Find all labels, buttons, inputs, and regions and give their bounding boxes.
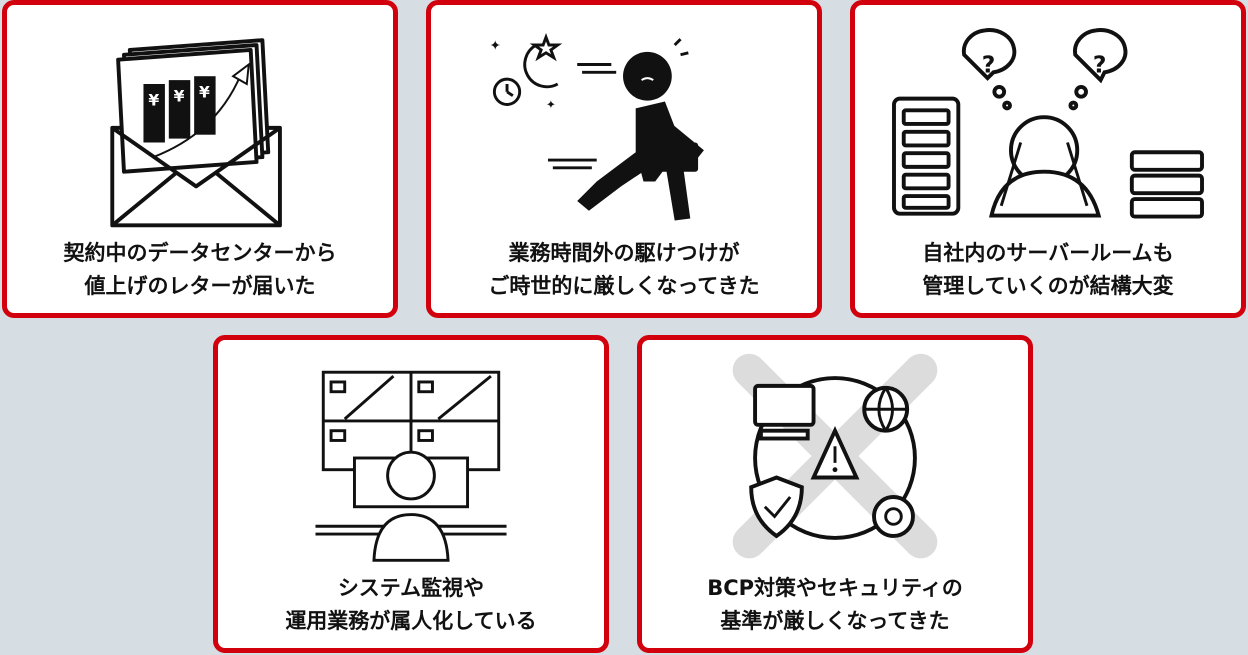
card-caption: 契約中のデータセンターから 値上げのレターが届いた [7,237,393,303]
caption-line-2: 運用業務が属人化している [285,609,537,633]
envelope-letter-icon: ¥ ¥ ¥ [110,38,282,228]
svg-text:¥: ¥ [148,91,159,109]
svg-text:?: ? [1093,50,1107,78]
card-price-increase: ¥ ¥ ¥ 契約中のデータセンターから 値上げのレターが届いた [2,0,398,318]
svg-text:¥: ¥ [199,84,210,102]
caption-line-2: ご時世的に厳しくなってきた [488,274,760,298]
caption-line-2: 値上げのレターが届いた [84,274,316,298]
server-room-worry-icon: ? ? [892,27,1204,219]
caption-line-1: 契約中のデータセンターから [63,241,337,265]
caption-line-1: BCP対策やセキュリティの [707,576,963,600]
card-caption: BCP対策やセキュリティの 基準が厳しくなってきた [642,572,1028,638]
svg-text:¥: ¥ [174,88,185,106]
svg-text:✦: ✦ [546,97,556,111]
caption-line-2: 管理していくのが結構大変 [922,274,1174,298]
caption-line-1: 自社内のサーバールームも [922,241,1174,265]
card-after-hours: ✦ ✦ 業務時間外の駆けつけが ご時世的に厳しくなってきた [426,0,822,318]
card-bcp-security: BCP対策やセキュリティの 基準が厳しくなってきた [637,335,1033,653]
card-caption: 業務時間外の駆けつけが ご時世的に厳しくなってきた [431,237,817,303]
caption-line-2: 基準が厳しくなってきた [720,609,950,633]
svg-text:?: ? [982,50,996,78]
busy-person-icon: ✦ ✦ [489,33,704,221]
caption-line-1: システム監視や [337,576,485,600]
monitoring-operator-icon [315,370,507,562]
card-caption: 自社内のサーバールームも 管理していくのが結構大変 [855,237,1241,303]
caption-line-1: 業務時間外の駆けつけが [508,241,740,265]
card-caption: システム監視や 運用業務が属人化している [218,572,604,638]
card-server-room: ? ? 自社内のサーバールームも 管理していくのが結構大変 [850,0,1246,318]
card-monitoring: システム監視や 運用業務が属人化している [213,335,609,653]
svg-text:✦: ✦ [489,38,500,54]
bcp-risk-icon [732,353,938,559]
